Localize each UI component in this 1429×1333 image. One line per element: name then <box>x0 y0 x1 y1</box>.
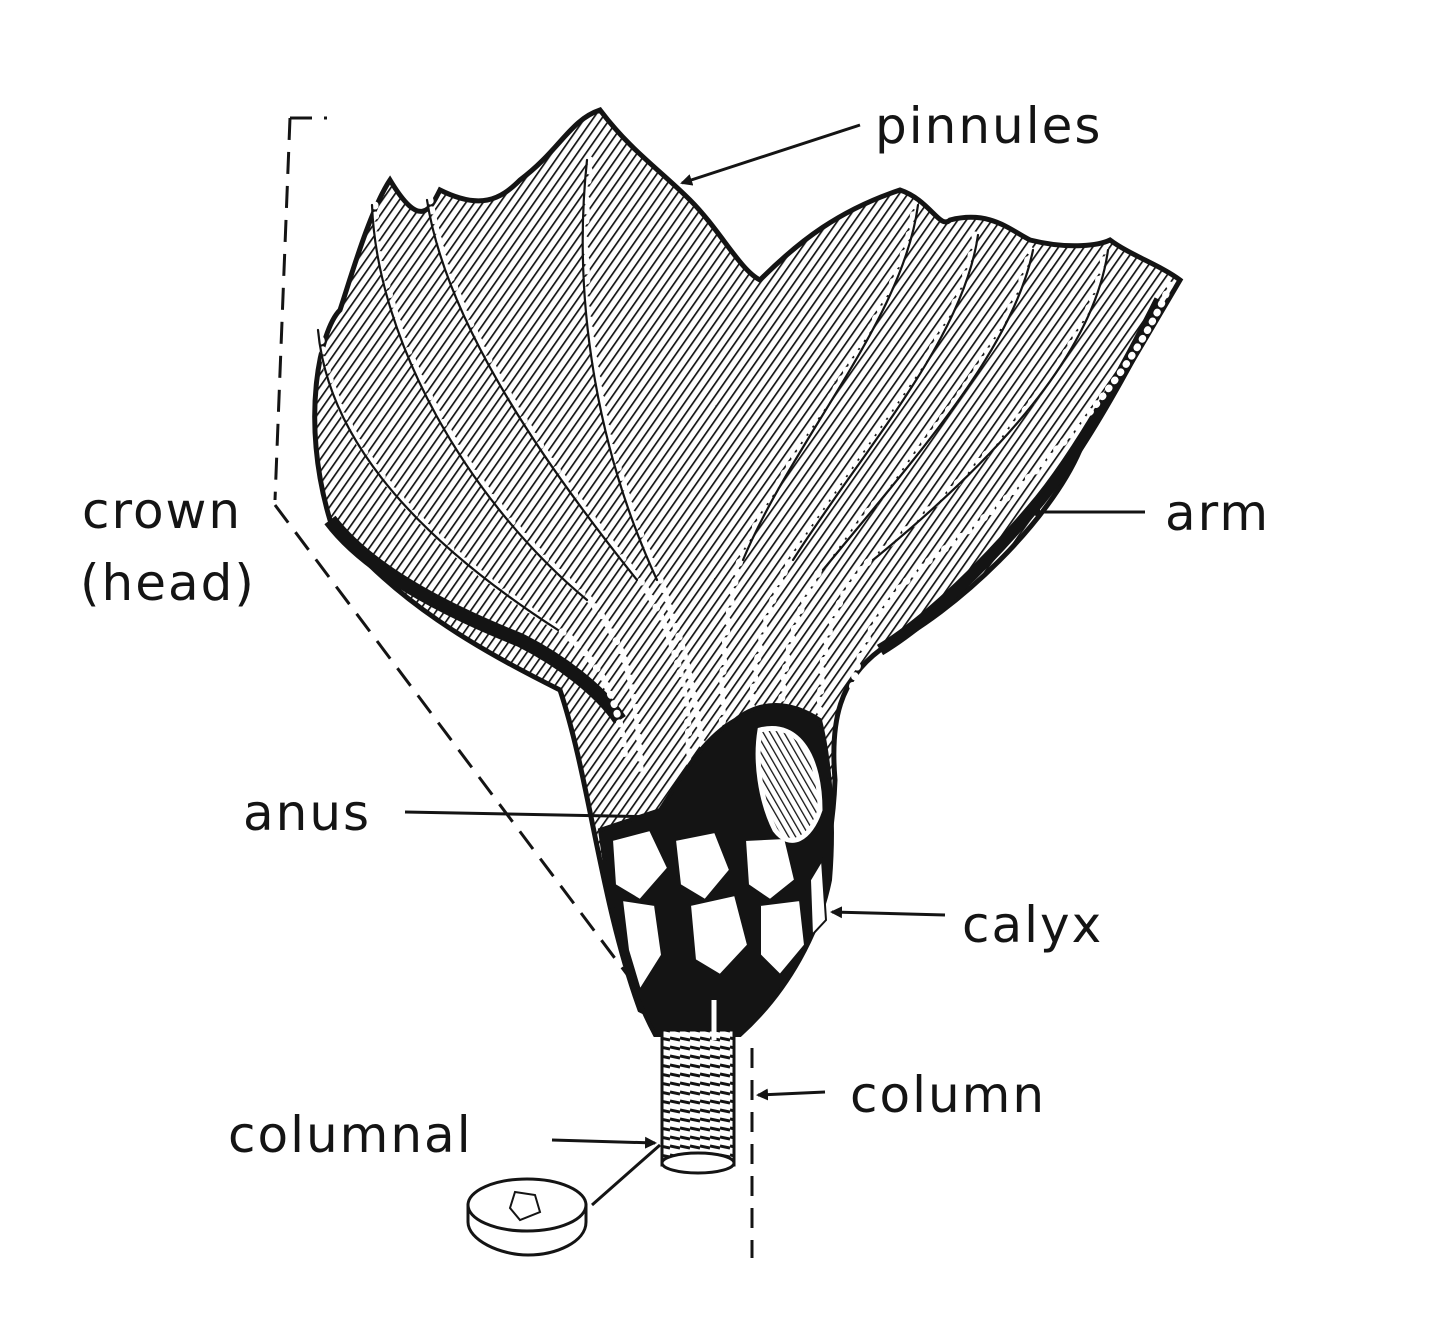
label-arm: arm <box>1165 484 1270 542</box>
label-crown: crown <box>82 482 242 540</box>
columnal-arrow <box>551 1136 657 1149</box>
calyx-arrow <box>830 906 946 919</box>
pinnules-arrow <box>680 123 861 186</box>
column-stem <box>660 1000 736 1175</box>
columnal-disc <box>466 1177 588 1257</box>
calyx-cup <box>597 703 834 1037</box>
label-columnal: columnal <box>228 1106 473 1164</box>
leader-lines <box>404 123 1145 1207</box>
crown-bracket <box>273 116 682 1046</box>
column-arrow <box>756 1088 826 1101</box>
label-calyx: calyx <box>962 896 1103 954</box>
arm-ossicle-chains <box>316 156 1174 804</box>
label-pinnules: pinnules <box>875 97 1102 155</box>
label-anus: anus <box>243 784 371 842</box>
label-column: column <box>850 1066 1046 1124</box>
anus-leader <box>404 810 713 820</box>
label-head: (head) <box>80 554 256 612</box>
columnal-disc-leader <box>591 1143 661 1207</box>
crown-arms <box>312 107 1184 1031</box>
labels: pinnules crown (head) arm anus calyx col… <box>80 97 1270 1164</box>
